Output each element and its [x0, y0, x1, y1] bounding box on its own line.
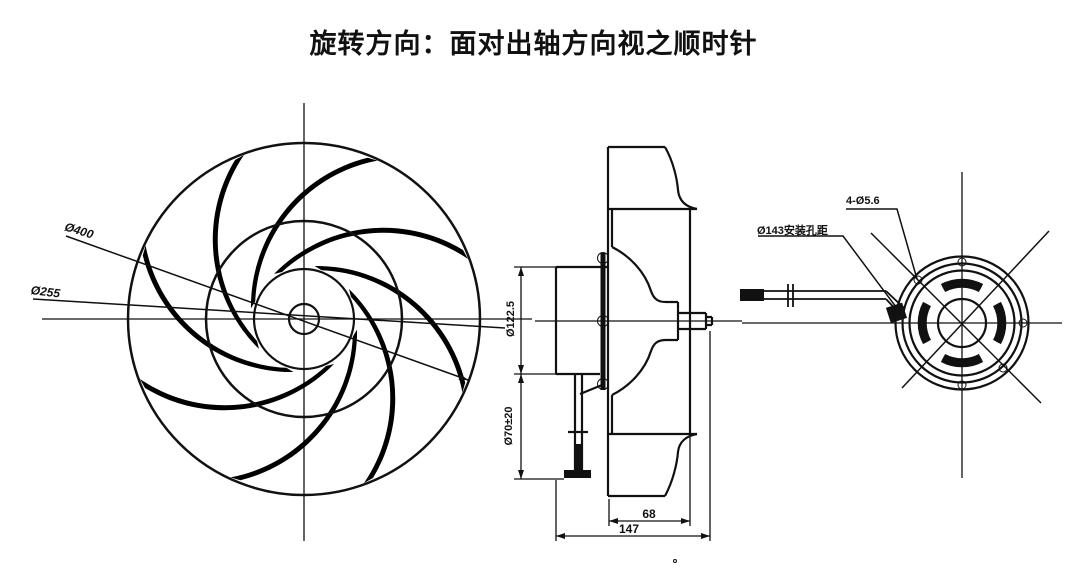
shroud-circle: [204, 219, 404, 419]
dim-stand-height: Ø70±20: [503, 406, 515, 446]
impeller-front-view: [32, 103, 532, 541]
dim-total-depth: 147: [618, 522, 640, 536]
leader-bolt-circle: [758, 235, 900, 312]
outer-rim-circle: [126, 141, 482, 497]
vent-slots: [917, 278, 1007, 368]
leader-mounting-holes: [846, 208, 918, 280]
shaft-circle: [287, 302, 321, 336]
motor-hub-circle: [936, 297, 988, 349]
power-cable: [740, 284, 908, 324]
mounting-hole-dots: [913, 257, 1028, 390]
dim-motor-diameter: Ø122.5: [505, 300, 517, 338]
shaft: [678, 311, 714, 331]
dim-mounting-holes: 4-Ø5.6: [846, 195, 880, 207]
motor-rear-view: [740, 172, 1062, 478]
motor-ring-circle: [901, 262, 1023, 384]
dim-bolt-circle: Ø143安装孔距: [757, 225, 828, 237]
dim-hub-depth: 68: [642, 507, 656, 521]
leader-outer-diameter: [65, 235, 469, 381]
leader-shroud-diameter: [32, 298, 506, 329]
impeller-side-view: [514, 145, 742, 563]
drawing-title: 旋转方向：面对出轴方向视之顺时针: [309, 29, 758, 59]
